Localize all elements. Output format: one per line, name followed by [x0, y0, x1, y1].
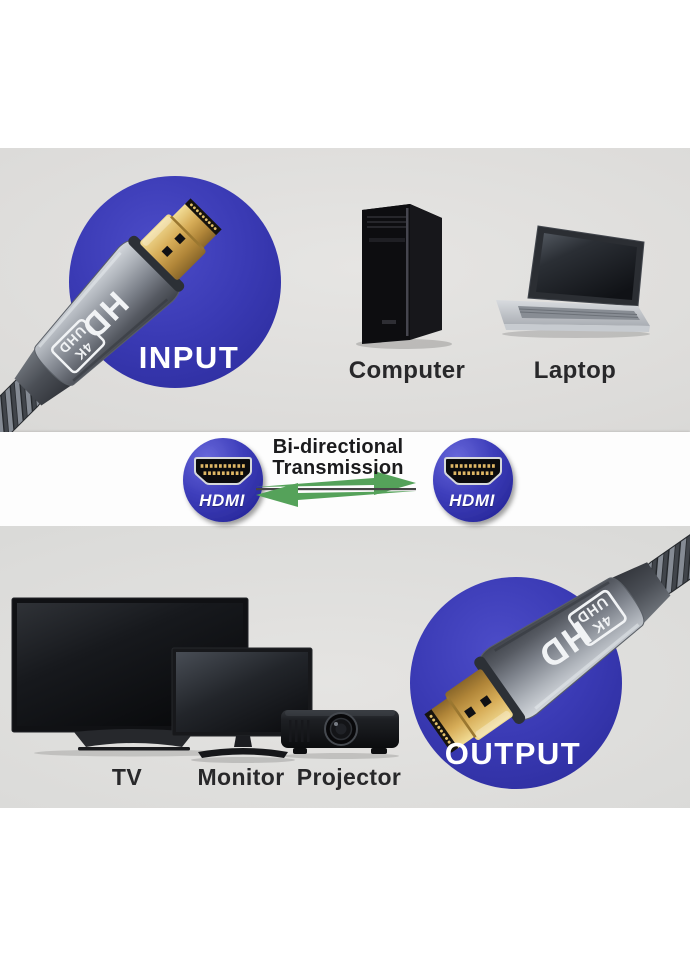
laptop-label: Laptop [533, 357, 617, 384]
hdmi-right-label: HDMI [449, 491, 495, 510]
middle-band-background [0, 432, 690, 526]
transmission-heading-line2: Transmission [272, 457, 404, 479]
projector-graphic [281, 710, 399, 759]
transmission-heading-line1: Bi-directional [272, 436, 404, 458]
transmission-heading: Bi-directional Transmission [272, 437, 403, 479]
output-hdmi-plug-graphic: HD 4K UHD [412, 526, 690, 769]
input-hdmi-plug-graphic: HD 4K UHD [0, 185, 235, 432]
output-label: OUTPUT [444, 736, 582, 771]
top-section-art: HD 4K UHD [0, 176, 650, 432]
projector-label: Projector [296, 764, 402, 790]
middle-section-art [183, 438, 513, 522]
hdmi-port-right-icon [444, 457, 502, 485]
computer-tower-graphic [356, 204, 452, 349]
hdmi-left-label: HDMI [199, 491, 245, 510]
bottom-section-art: HD 4K UHD [11, 526, 690, 789]
monitor-graphic [171, 647, 313, 763]
laptop-graphic [496, 225, 650, 338]
input-label: INPUT [138, 340, 240, 375]
hdmi-port-left-icon [194, 457, 252, 485]
swap-arrows-icon [256, 471, 416, 507]
tv-label: TV [111, 764, 143, 790]
monitor-label: Monitor [197, 764, 285, 790]
computer-label: Computer [348, 357, 466, 384]
